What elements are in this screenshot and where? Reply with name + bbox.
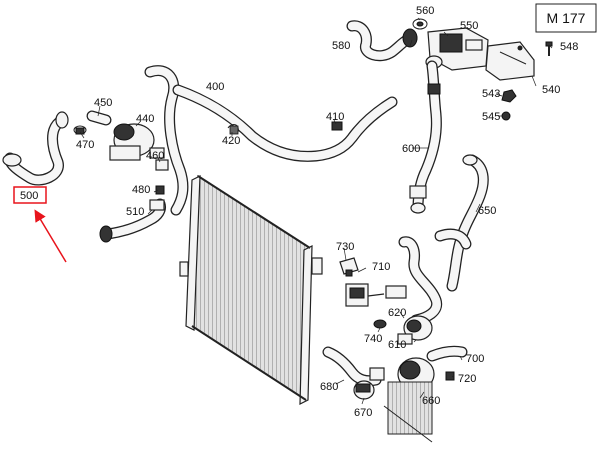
label-548: 548 (560, 41, 578, 53)
connector-460 (155, 159, 169, 171)
hose-510 (99, 198, 166, 243)
hose-580 (346, 20, 418, 62)
clip-410 (331, 121, 343, 131)
pump-610 (397, 315, 433, 345)
hose-650 (446, 154, 489, 292)
label-420: 420 (222, 135, 240, 147)
label-580: 580 (332, 40, 350, 52)
pump-670 (353, 380, 375, 400)
label-740: 740 (364, 333, 382, 345)
hose-500 (2, 111, 69, 186)
label-560: 560 (416, 5, 434, 17)
label-610: 610 (388, 339, 406, 351)
hose-700 (426, 345, 468, 362)
label-700: 700 (466, 353, 484, 365)
label-543: 543 (482, 88, 500, 100)
label-440: 440 (136, 113, 154, 125)
label-710: 710 (372, 261, 390, 273)
part-labels: 560 550 580 548 540 543 545 400 450 440 … (20, 5, 578, 419)
hose-600 (409, 60, 442, 214)
label-660: 660 (422, 395, 440, 407)
model-box: M 177 (535, 3, 597, 33)
pipe-450 (86, 110, 112, 126)
seal-560 (412, 18, 428, 30)
label-470: 470 (76, 139, 94, 151)
label-460: 460 (146, 150, 164, 162)
sensor-730 (339, 257, 359, 277)
label-620: 620 (388, 307, 406, 319)
hose-400 (144, 65, 398, 216)
clip-720 (445, 371, 455, 381)
grommet-545 (501, 111, 511, 121)
clip-420 (227, 124, 239, 135)
label-650: 650 (478, 205, 496, 217)
model-label: M 177 (547, 10, 586, 26)
label-720: 720 (458, 373, 476, 385)
valve-710 (345, 283, 385, 307)
hose-680 (322, 346, 385, 387)
label-670: 670 (354, 407, 372, 419)
bracket-540 (485, 41, 535, 81)
label-480: 480 (132, 184, 150, 196)
clamp-470 (73, 125, 87, 135)
clip-480 (155, 185, 165, 195)
nut-543 (501, 89, 517, 103)
label-545: 545 (482, 111, 500, 123)
label-540: 540 (542, 84, 560, 96)
bolt-548 (545, 41, 553, 56)
highlight-500 (13, 186, 67, 263)
label-410: 410 (326, 111, 344, 123)
label-680: 680 (320, 381, 338, 393)
clip-740 (373, 319, 387, 329)
pump-440 (109, 123, 165, 161)
radiator (179, 174, 323, 405)
label-550: 550 (460, 20, 478, 32)
hose-620 (385, 228, 472, 326)
label-730: 730 (336, 241, 354, 253)
pump-660 (383, 357, 435, 443)
label-400: 400 (206, 81, 224, 93)
label-510: 510 (126, 206, 144, 218)
label-600: 600 (402, 143, 420, 155)
label-450: 450 (94, 97, 112, 109)
leader-lines (79, 17, 553, 405)
label-500: 500 (20, 190, 38, 202)
